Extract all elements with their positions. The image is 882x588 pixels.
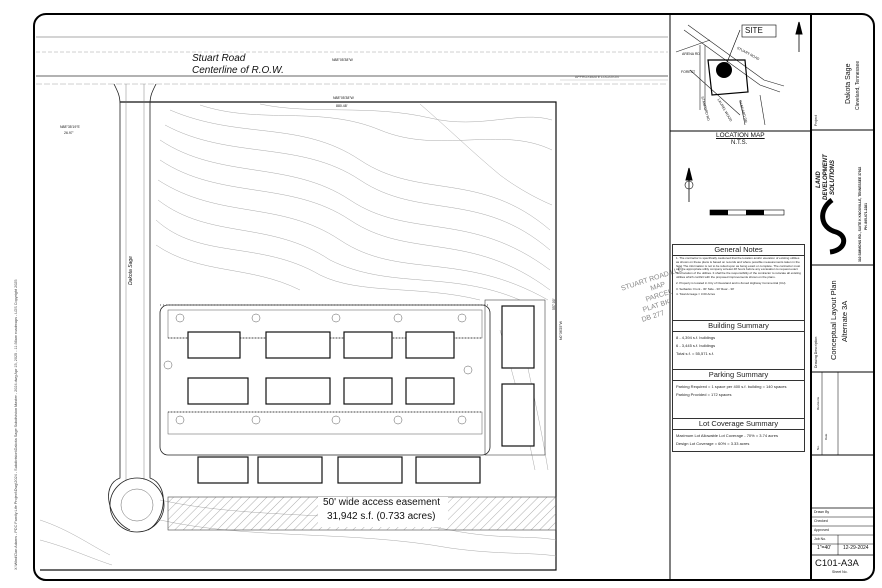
road-distance-main: 880.48': [336, 104, 348, 108]
building: [501, 383, 535, 447]
sheet-border: [33, 13, 875, 581]
property-boundary: [40, 101, 557, 571]
road-name: Stuart Road: [192, 53, 246, 64]
location-map-road: FOREST: [681, 70, 696, 74]
road-centerline-label: Centerline of R.O.W.: [192, 65, 284, 76]
file-path-note: X:\Wind\Dan Adams - PDC Family Life Proj…: [14, 279, 18, 570]
easement-label: 50' wide access easement: [323, 497, 440, 508]
parking-summary-panel: Parking Summary Parking Required = 1 spa…: [672, 369, 805, 419]
general-notes-title: General Notes: [673, 245, 804, 256]
lot-coverage-item: Design Lot Coverage = 60% = 3.33 acres: [676, 441, 750, 446]
building: [415, 456, 481, 484]
general-note-item: 3. Setbacks: Front - 30' Side - 30' Rear…: [676, 286, 735, 291]
building: [343, 331, 393, 359]
firm-phone: PH. 865-671-2281: [864, 203, 868, 230]
location-map: [670, 24, 811, 132]
firm-name-line2: DEVELOPMENT: [823, 154, 829, 200]
title-block-grid: [811, 129, 874, 556]
drawing-title-line1: Conceptual Layout Plan: [829, 280, 838, 360]
firm-logo-icon: [820, 197, 847, 255]
building-summary-item: 6 - 3,445 s.f. buildings: [676, 343, 716, 348]
general-note-item: 4. Total Acreage = 3.00 Acres: [676, 292, 716, 297]
building: [187, 377, 249, 405]
drawing-number: C101-A3A: [815, 558, 859, 569]
building-summary-item: 8 - 4,394 s.f. buildings: [676, 335, 716, 340]
general-note-item: 1. The contractor is specifically cautio…: [676, 256, 801, 279]
building: [501, 305, 535, 369]
firm-name-line1: LAND: [816, 171, 822, 188]
building-summary-item: Total s.f. = 55,571 s.f.: [676, 351, 715, 356]
building-summary-title: Building Summary: [673, 321, 804, 332]
tree-symbols: [163, 313, 473, 425]
building: [405, 377, 455, 405]
location-map-site-label: SITE: [745, 26, 763, 35]
easement-area: 31,942 s.f. (0.733 acres): [327, 511, 436, 522]
street-name: Dakota Sage: [128, 256, 134, 285]
lot-coverage-title: Lot Coverage Summary: [673, 419, 804, 430]
general-note-item: 2. Property is located in City of Clevel…: [676, 280, 787, 285]
building: [265, 331, 331, 359]
building: [265, 377, 331, 405]
north-arrow-icon: [684, 21, 803, 202]
revision-date-label: Date: [824, 433, 828, 440]
job-no-label: Job No.: [814, 537, 827, 541]
building: [343, 377, 393, 405]
drawing-title-line2: Alternate 3A: [840, 300, 849, 342]
parking-summary-title: Parking Summary: [673, 370, 804, 381]
right-distance: 557.00': [552, 298, 556, 310]
drawing-scale: 1"=40': [817, 545, 831, 551]
project-name: Dakota Sage: [845, 63, 852, 104]
drawing-desc-label: Drawing Description: [814, 336, 818, 368]
sheet-no-label: Sheet No.: [832, 570, 848, 574]
buildings: [187, 305, 535, 484]
site-parcel: [707, 59, 749, 96]
building: [187, 331, 241, 359]
location-map-title: LOCATION MAP: [716, 132, 765, 139]
revision-no-label: No.: [816, 445, 820, 450]
parking-summary-item: Parking Provided = 172 spaces: [676, 392, 732, 397]
project-label: Project: [814, 115, 818, 126]
location-map-road: ARENA RD: [682, 52, 700, 56]
road-approx-location: APPROXIMATE LOCATION: [575, 75, 619, 79]
location-map-scale: N.T.S.: [731, 140, 748, 146]
corner-bearing: N88°35'19"E: [60, 125, 80, 129]
checked-label: Checked: [814, 519, 828, 523]
lot-coverage-panel: Lot Coverage Summary Maximum Lot Allowab…: [672, 418, 805, 452]
scale-bar: [709, 209, 785, 216]
approved-label: Approved: [814, 528, 829, 532]
road-bearing-top: N88°05'38"W: [332, 58, 353, 62]
firm-name-line3: SOLUTIONS: [830, 159, 836, 195]
revisions-label: Revisions: [816, 396, 820, 410]
firm-address: 310 SIMMONS RD., SUITE K KNOXVILLE, TENN…: [858, 166, 862, 262]
right-bearing: N0°36'25"W: [559, 321, 563, 340]
building: [257, 456, 323, 484]
building: [197, 456, 249, 484]
easement-label-bg: [318, 497, 448, 527]
building: [405, 331, 455, 359]
street-dakota-sage: [108, 83, 165, 533]
road-stuart: [36, 36, 668, 85]
road-bearing-main: N88°05'38"W: [333, 96, 354, 100]
building: [337, 456, 403, 484]
parking-summary-item: Parking Required = 1 space per 400 s.f. …: [676, 384, 787, 389]
building-summary-panel: Building Summary 8 - 4,394 s.f. building…: [672, 320, 805, 370]
general-notes-panel: General Notes 1. The contractor is speci…: [672, 244, 805, 321]
drawn-by-label: Drawn By: [814, 510, 830, 514]
project-location: Cleveland, Tennessee: [855, 60, 861, 110]
drawing-date: 12-29-2024: [843, 545, 869, 551]
corner-distance: 26.97': [64, 131, 74, 135]
lot-coverage-item: Maximum Lot Allowable Lot Coverage - 70%…: [676, 433, 778, 438]
